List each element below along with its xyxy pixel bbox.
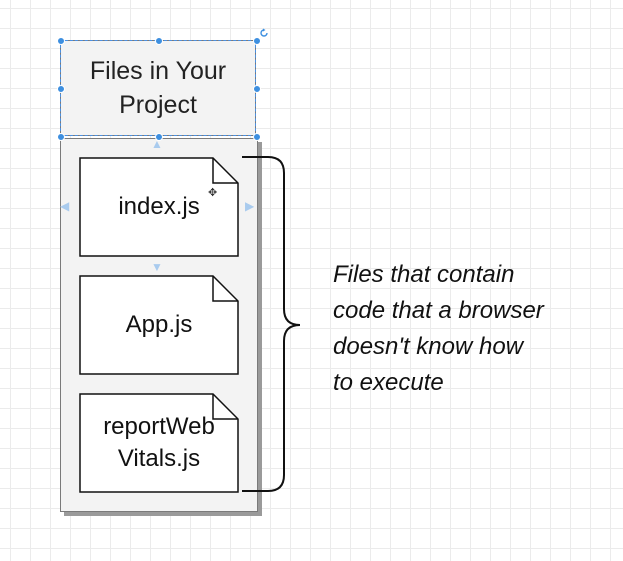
resize-handle-w[interactable]: [57, 85, 65, 93]
rotate-icon[interactable]: [259, 25, 269, 37]
container-header[interactable]: Files in Your Project: [60, 40, 256, 136]
connect-arrow-down-icon[interactable]: ▼: [151, 260, 163, 274]
curly-brace[interactable]: [240, 150, 320, 500]
connect-arrow-up-icon[interactable]: ▲: [151, 137, 163, 151]
resize-handle-s[interactable]: [155, 133, 163, 141]
resize-handle-e[interactable]: [253, 85, 261, 93]
connect-arrow-left-icon[interactable]: ◀: [60, 199, 70, 213]
file-label: App.js: [125, 311, 193, 338]
container-title: Files in Your Project: [89, 57, 227, 119]
file-label: index.js: [118, 193, 200, 220]
resize-handle-ne[interactable]: [253, 37, 261, 45]
move-cursor-icon: ✥: [208, 187, 218, 199]
resize-handle-nw[interactable]: [57, 37, 65, 45]
annotation-text[interactable]: Files that contain code that a browser d…: [333, 261, 544, 396]
file-card-index[interactable]: index.js: [79, 157, 239, 257]
connect-arrow-right-icon[interactable]: ▶: [245, 199, 255, 213]
file-label: reportWeb Vitals.js: [103, 413, 215, 472]
file-card-reportwebvitals[interactable]: reportWeb Vitals.js: [79, 393, 239, 493]
file-card-app[interactable]: App.js: [79, 275, 239, 375]
resize-handle-se[interactable]: [253, 133, 261, 141]
resize-handle-n[interactable]: [155, 37, 163, 45]
resize-handle-sw[interactable]: [57, 133, 65, 141]
